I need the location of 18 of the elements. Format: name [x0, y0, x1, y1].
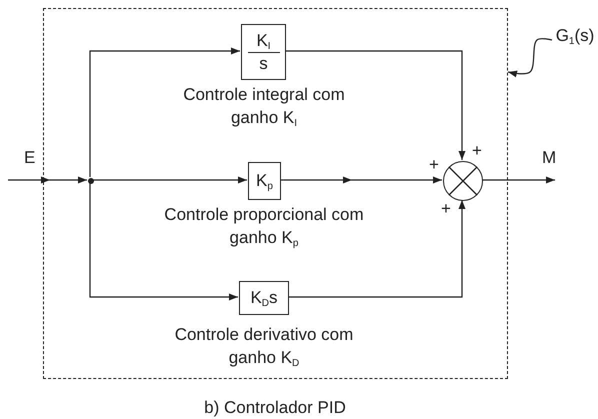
gain-text: K$_{p}$ — [256, 171, 273, 191]
block-caption: Controle derivativo com ganho K$_{D}$ — [174, 324, 354, 369]
sign-label: + — [471, 140, 483, 162]
block-label-text: G$_{1}$(s) — [556, 26, 594, 46]
summing-junction — [443, 161, 483, 201]
sign-label: + — [428, 154, 440, 176]
sign-label: + — [440, 198, 452, 220]
block-caption: Controle integral com ganho K$_{I}$ — [182, 84, 346, 129]
subsystem-boundary — [43, 8, 508, 379]
gain-text: K$_{D}$s — [250, 288, 278, 308]
transfer-function-block — [239, 281, 289, 315]
figure-caption: b) Controlador PID — [203, 397, 347, 419]
junction-dot — [88, 178, 94, 184]
transfer-function-block — [248, 162, 281, 200]
gain-text: s — [259, 54, 268, 74]
block-caption: Controle proporcional com ganho K$_{p}$ — [163, 204, 365, 249]
transfer-function-block — [241, 24, 286, 80]
gain-text: K$_{I}$ — [256, 30, 271, 50]
